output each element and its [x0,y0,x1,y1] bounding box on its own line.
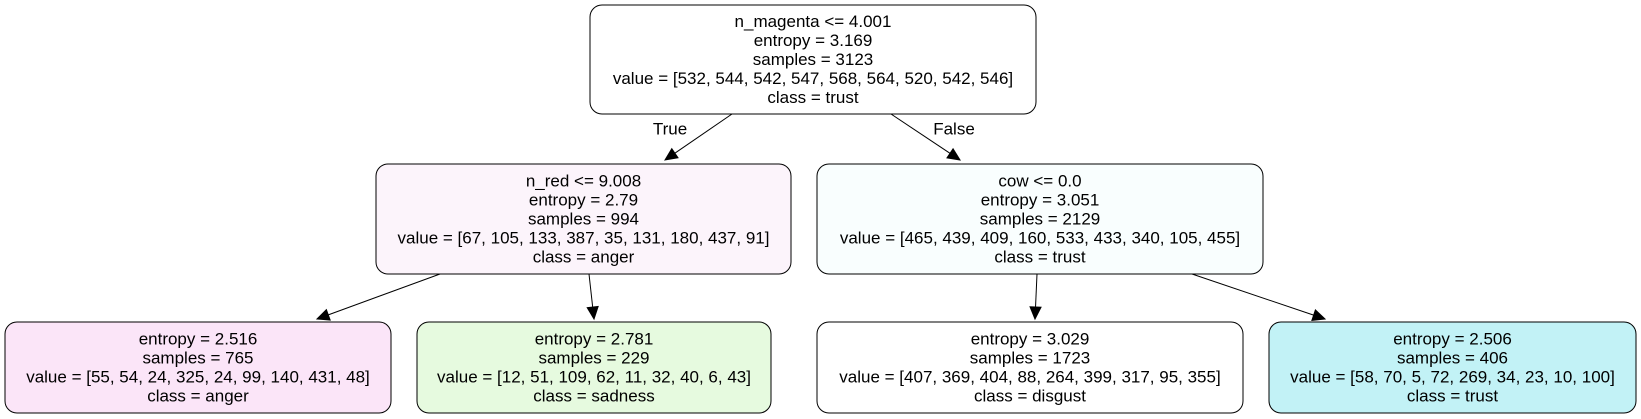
arrowhead [315,308,331,321]
node-line: class = anger [147,386,249,405]
edge-label: False [933,119,975,138]
node-box [1268,321,1637,414]
node-line: class = anger [533,247,635,266]
node-line: entropy = 2.506 [1393,329,1512,348]
node-line: class = sadness [533,386,654,405]
edge-label: True [653,119,687,138]
node-line: samples = 229 [538,348,649,367]
arrowhead [1311,309,1327,321]
edge-line [890,113,951,154]
node-line: n_red <= 9.008 [526,171,641,190]
node-line: entropy = 2.79 [529,190,638,209]
arrowhead [664,147,679,161]
node-line: value = [55, 54, 24, 325, 24, 99, 140, 4… [26,367,370,386]
edge-root-right: False [890,113,975,161]
arrowhead [946,147,961,161]
node-line: entropy = 3.051 [981,190,1100,209]
edge-line [1191,273,1314,316]
node-line: class = trust [1407,386,1498,405]
edge-line [1035,273,1038,308]
node-line: entropy = 3.169 [754,31,873,50]
node-line: n_magenta <= 4.001 [735,12,892,31]
node-line: samples = 1723 [970,348,1091,367]
node-line: class = disgust [974,386,1086,405]
node-line: samples = 2129 [980,209,1101,228]
edges-layer: True False [315,113,1327,321]
node-line: value = [67, 105, 133, 387, 35, 131, 180… [398,228,770,247]
node-line: cow <= 0.0 [998,171,1081,190]
edge-left-leaf-2 [586,273,599,321]
node-line: samples = 3123 [753,50,874,69]
arrowhead [586,305,599,321]
node-line: samples = 994 [528,209,639,228]
node-line: value = [532, 544, 542, 547, 568, 564, 5… [613,69,1013,88]
node-line: entropy = 2.781 [535,329,654,348]
node-line: class = trust [994,247,1085,266]
node-box [4,321,392,414]
node-box [589,4,1037,115]
edge-left-leaf-1 [315,273,441,321]
node-line: value = [465, 439, 409, 160, 533, 433, 3… [840,228,1240,247]
node-line: samples = 765 [142,348,253,367]
edge-root-left: True [653,113,733,161]
node-line: class = trust [767,88,858,107]
edge-line [588,273,594,308]
node-line: samples = 406 [1397,348,1508,367]
edge-right-leaf-4 [1191,273,1327,321]
edge-right-leaf-3 [1029,273,1042,321]
edge-line [328,273,441,316]
node-box [416,321,772,414]
node-line: entropy = 2.516 [139,329,258,348]
node-line: entropy = 3.029 [971,329,1090,348]
node-box [816,163,1264,275]
node-box [375,163,792,275]
node-line: value = [407, 369, 404, 88, 264, 399, 31… [839,367,1220,386]
edge-line [674,113,733,154]
node-line: value = [12, 51, 109, 62, 11, 32, 40, 6,… [437,367,751,386]
arrowhead [1029,306,1042,321]
node-line: value = [58, 70, 5, 72, 269, 34, 23, 10,… [1290,367,1615,386]
node-box [816,321,1244,414]
